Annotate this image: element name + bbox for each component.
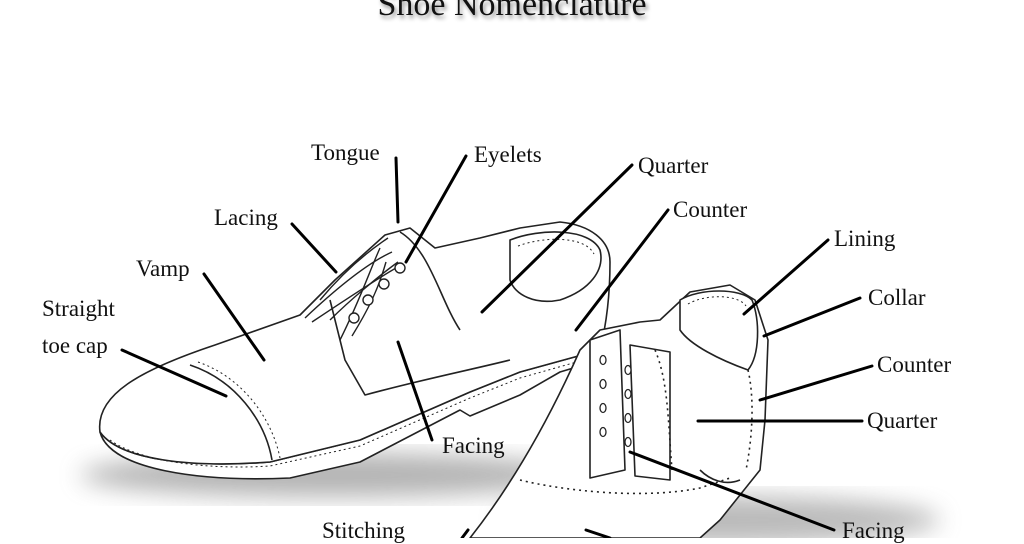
right-shoe-lining (679, 290, 759, 371)
leader-quarter-left (480, 163, 634, 314)
leader-facing-right (628, 450, 836, 532)
leader-vamp (202, 272, 266, 362)
leader-lining (742, 238, 830, 316)
leader-facing-left (396, 340, 434, 442)
left-shoe-facing-panel (329, 299, 511, 396)
label-lacing: Lacing (214, 205, 278, 230)
label-facing-left: Facing (442, 433, 505, 458)
leader-tongue (394, 156, 400, 224)
label-quarter-left: Quarter (638, 153, 709, 178)
diagram-title: Shoe Nomenclature (377, 0, 647, 23)
leader-collar (762, 296, 862, 338)
left-shoe (98, 221, 611, 480)
leader-toe-cap (120, 348, 228, 398)
label-collar: Collar (868, 285, 926, 310)
right-shoe-eyelets (599, 354, 632, 448)
label-quarter-right: Quarter (867, 408, 938, 433)
left-shoe-eyelets (348, 262, 406, 324)
left-shoe-upper (98, 221, 611, 465)
label-toe-cap-line1: Straight (42, 296, 115, 321)
label-eyelets: Eyelets (474, 142, 542, 167)
label-toe-cap-line2: toe cap (42, 333, 108, 358)
left-shoe-collar (509, 231, 602, 302)
leader-lacing (290, 222, 338, 274)
label-stitching: Stitching (322, 518, 406, 543)
right-shoe-facing (589, 329, 626, 479)
leader-stitching (460, 528, 470, 538)
label-tongue: Tongue (311, 140, 380, 165)
leader-counter-right (758, 364, 874, 402)
label-facing-right: Facing (842, 518, 905, 543)
label-vamp: Vamp (136, 256, 190, 281)
leader-extra (584, 528, 612, 538)
left-shoe-toe-cap-seam (189, 364, 273, 461)
left-shoe-laces (304, 237, 399, 341)
leader-counter-left (574, 208, 670, 332)
label-counter-left: Counter (673, 197, 748, 222)
label-lining: Lining (834, 226, 896, 251)
leader-eyelets (404, 154, 468, 264)
leader-lines (120, 154, 874, 538)
label-counter-right: Counter (877, 352, 952, 377)
